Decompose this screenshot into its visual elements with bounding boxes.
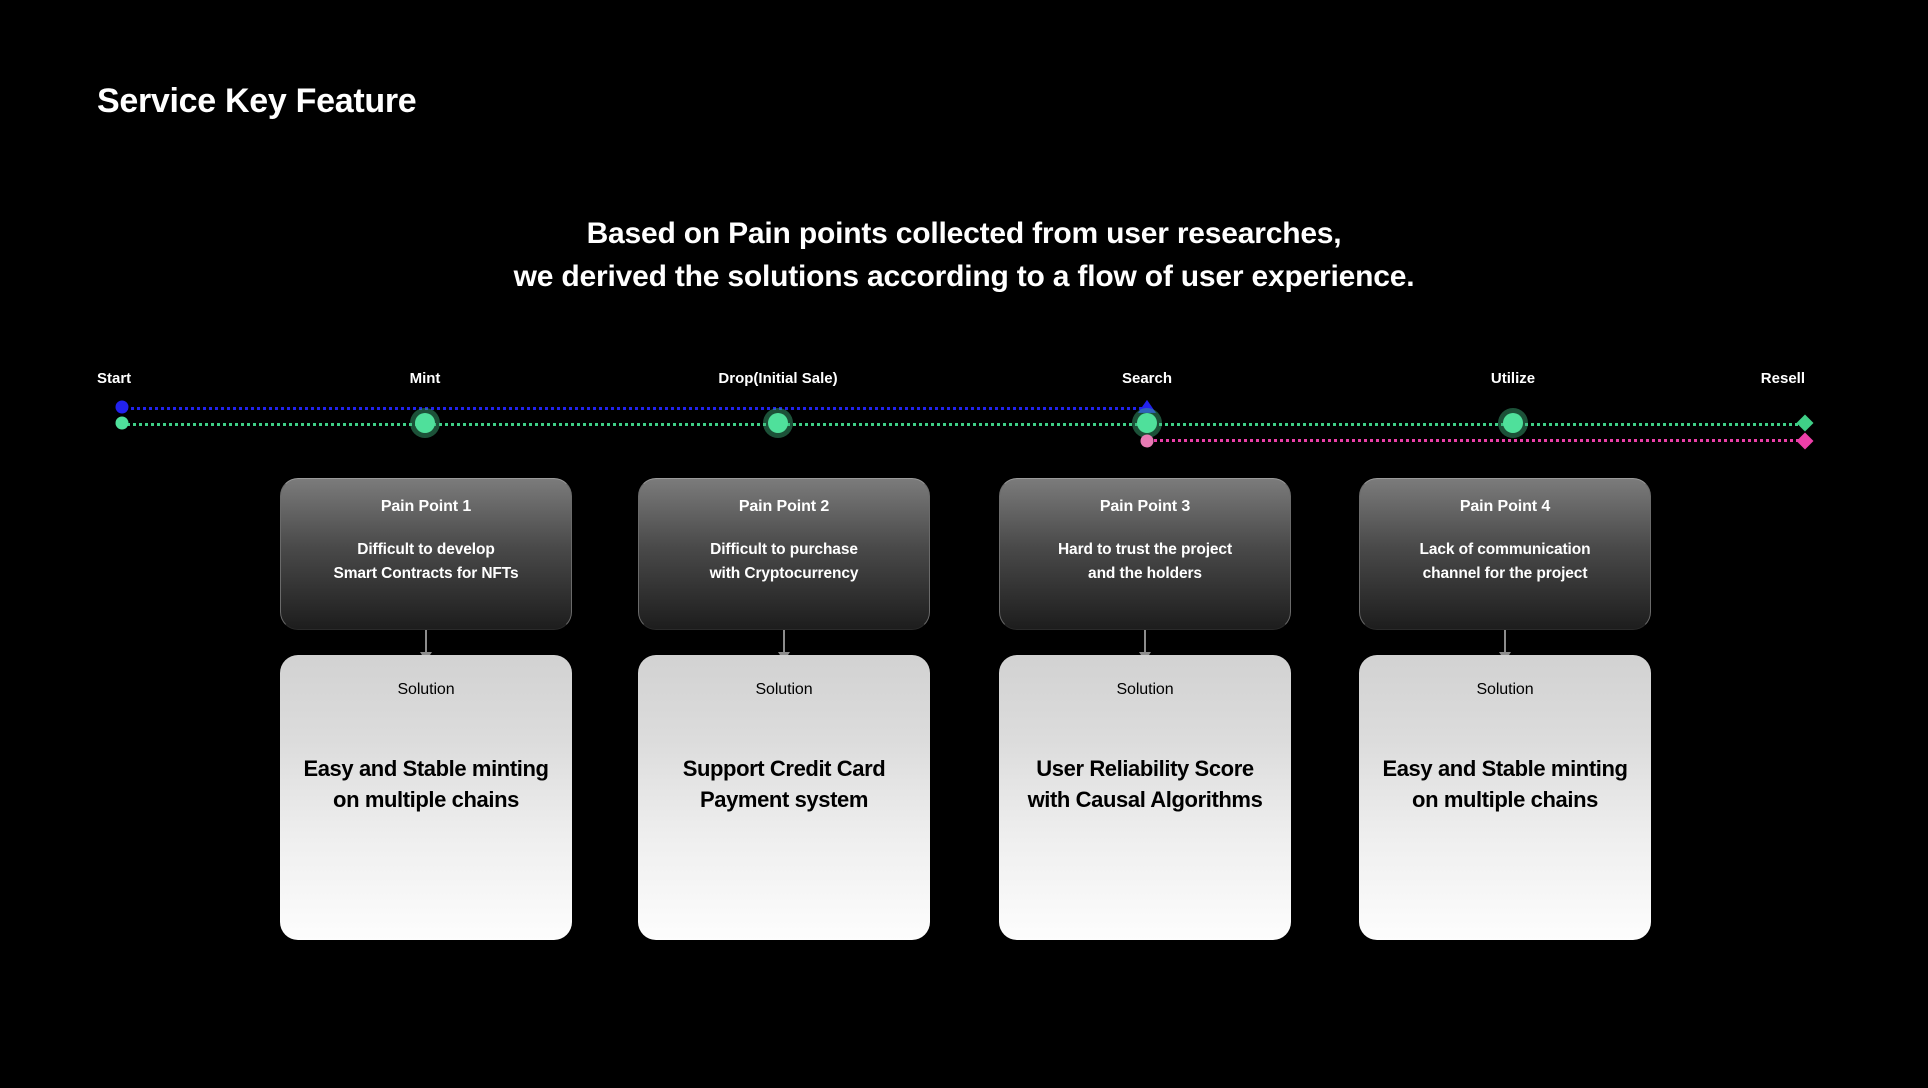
pain-to-solution-connector-1	[425, 630, 427, 660]
pain-to-solution-connector-4	[1504, 630, 1506, 660]
solution-body-line-2: with Causal Algorithms	[1027, 787, 1263, 812]
search-node[interactable]	[1132, 408, 1162, 438]
journey-timeline: Start Mint Drop(Initial Sale) Search Utilize…	[0, 370, 1928, 450]
pain-to-solution-connector-3	[1144, 630, 1146, 660]
mint-node[interactable]	[410, 408, 440, 438]
timeline-label-drop-initial-sale[interactable]: Drop(Initial Sale)	[718, 370, 838, 387]
page-title: Service Key Feature	[97, 82, 417, 120]
utilize-node[interactable]	[1498, 408, 1528, 438]
pain-to-solution-connector-2	[783, 630, 785, 660]
solution-body-line-2: on multiple chains	[1412, 787, 1598, 812]
timeline-label-resell[interactable]: Resell	[1760, 370, 1805, 387]
resell-pink-diamond[interactable]	[1796, 432, 1814, 450]
pain-point-card-2[interactable]: Pain Point 2 Difficult to purchase with Cr…	[638, 478, 930, 630]
pain-point-title: Pain Point 2	[738, 498, 830, 515]
solution-body-line-1: Easy and Stable minting	[1382, 756, 1628, 781]
pain-point-body: Lack of communication channel for the pro…	[1360, 538, 1650, 586]
pain-point-body-line-2: and the holders	[1088, 565, 1202, 582]
pink-rail	[1147, 439, 1805, 442]
solution-body: Easy and Stable minting on multiple chain…	[1359, 753, 1651, 815]
solution-title: Solution	[1476, 681, 1534, 698]
blue-rail	[120, 407, 1147, 410]
solution-body-line-1: User Reliability Score	[1036, 756, 1254, 781]
solution-body-line-1: Support Credit Card	[682, 756, 886, 781]
subtitle-line-1: Based on Pain points collected from user…	[586, 217, 1342, 250]
timeline-label-search[interactable]: Search	[1121, 370, 1173, 387]
pain-point-title: Pain Point 4	[1459, 498, 1551, 515]
pain-point-title: Pain Point 1	[380, 498, 472, 515]
solution-body: Easy and Stable minting on multiple chain…	[280, 753, 572, 815]
green-rail	[120, 423, 1805, 426]
solution-title: Solution	[755, 681, 813, 698]
solution-title: Solution	[397, 681, 455, 698]
timeline-label-start[interactable]: Start	[97, 370, 132, 387]
solution-body-line-2: Payment system	[699, 787, 869, 812]
start-green-dot[interactable]	[115, 416, 129, 430]
pain-point-body-line-2: Smart Contracts for NFTs	[333, 565, 519, 582]
solution-body-line-1: Easy and Stable minting	[303, 756, 549, 781]
search-pink-dot[interactable]	[1140, 434, 1154, 448]
pain-point-body-line-1: Hard to trust the project	[1057, 541, 1233, 558]
subtitle-block: Based on Pain points collected from user…	[0, 212, 1928, 298]
timeline-label-utilize[interactable]: Utilize	[1490, 370, 1536, 387]
solution-title: Solution	[1116, 681, 1174, 698]
drop-node[interactable]	[763, 408, 793, 438]
solution-body-line-2: on multiple chains	[333, 787, 519, 812]
solution-body: User Reliability Score with Causal Algori…	[999, 753, 1291, 815]
pain-point-body-line-2: with Cryptocurrency	[709, 565, 859, 582]
pain-point-body-line-1: Lack of communication	[1419, 541, 1591, 558]
pain-point-title: Pain Point 3	[1099, 498, 1191, 515]
subtitle-line-2: we derived the solutions according to a …	[513, 260, 1415, 293]
resell-green-diamond[interactable]	[1796, 414, 1814, 432]
timeline-label-mint[interactable]: Mint	[409, 370, 441, 387]
pain-point-card-4[interactable]: Pain Point 4 Lack of communication channel…	[1359, 478, 1651, 630]
pain-point-body-line-2: channel for the project	[1422, 565, 1588, 582]
pain-point-body-line-1: Difficult to develop	[357, 541, 495, 558]
pain-point-card-3[interactable]: Pain Point 3 Hard to trust the project and…	[999, 478, 1291, 630]
start-blue-dot[interactable]	[115, 400, 129, 414]
pain-point-body: Hard to trust the project and the holders	[1000, 538, 1290, 586]
pain-point-body-line-1: Difficult to purchase	[710, 541, 858, 558]
pain-point-body: Difficult to purchase with Cryptocurrency	[639, 538, 929, 586]
